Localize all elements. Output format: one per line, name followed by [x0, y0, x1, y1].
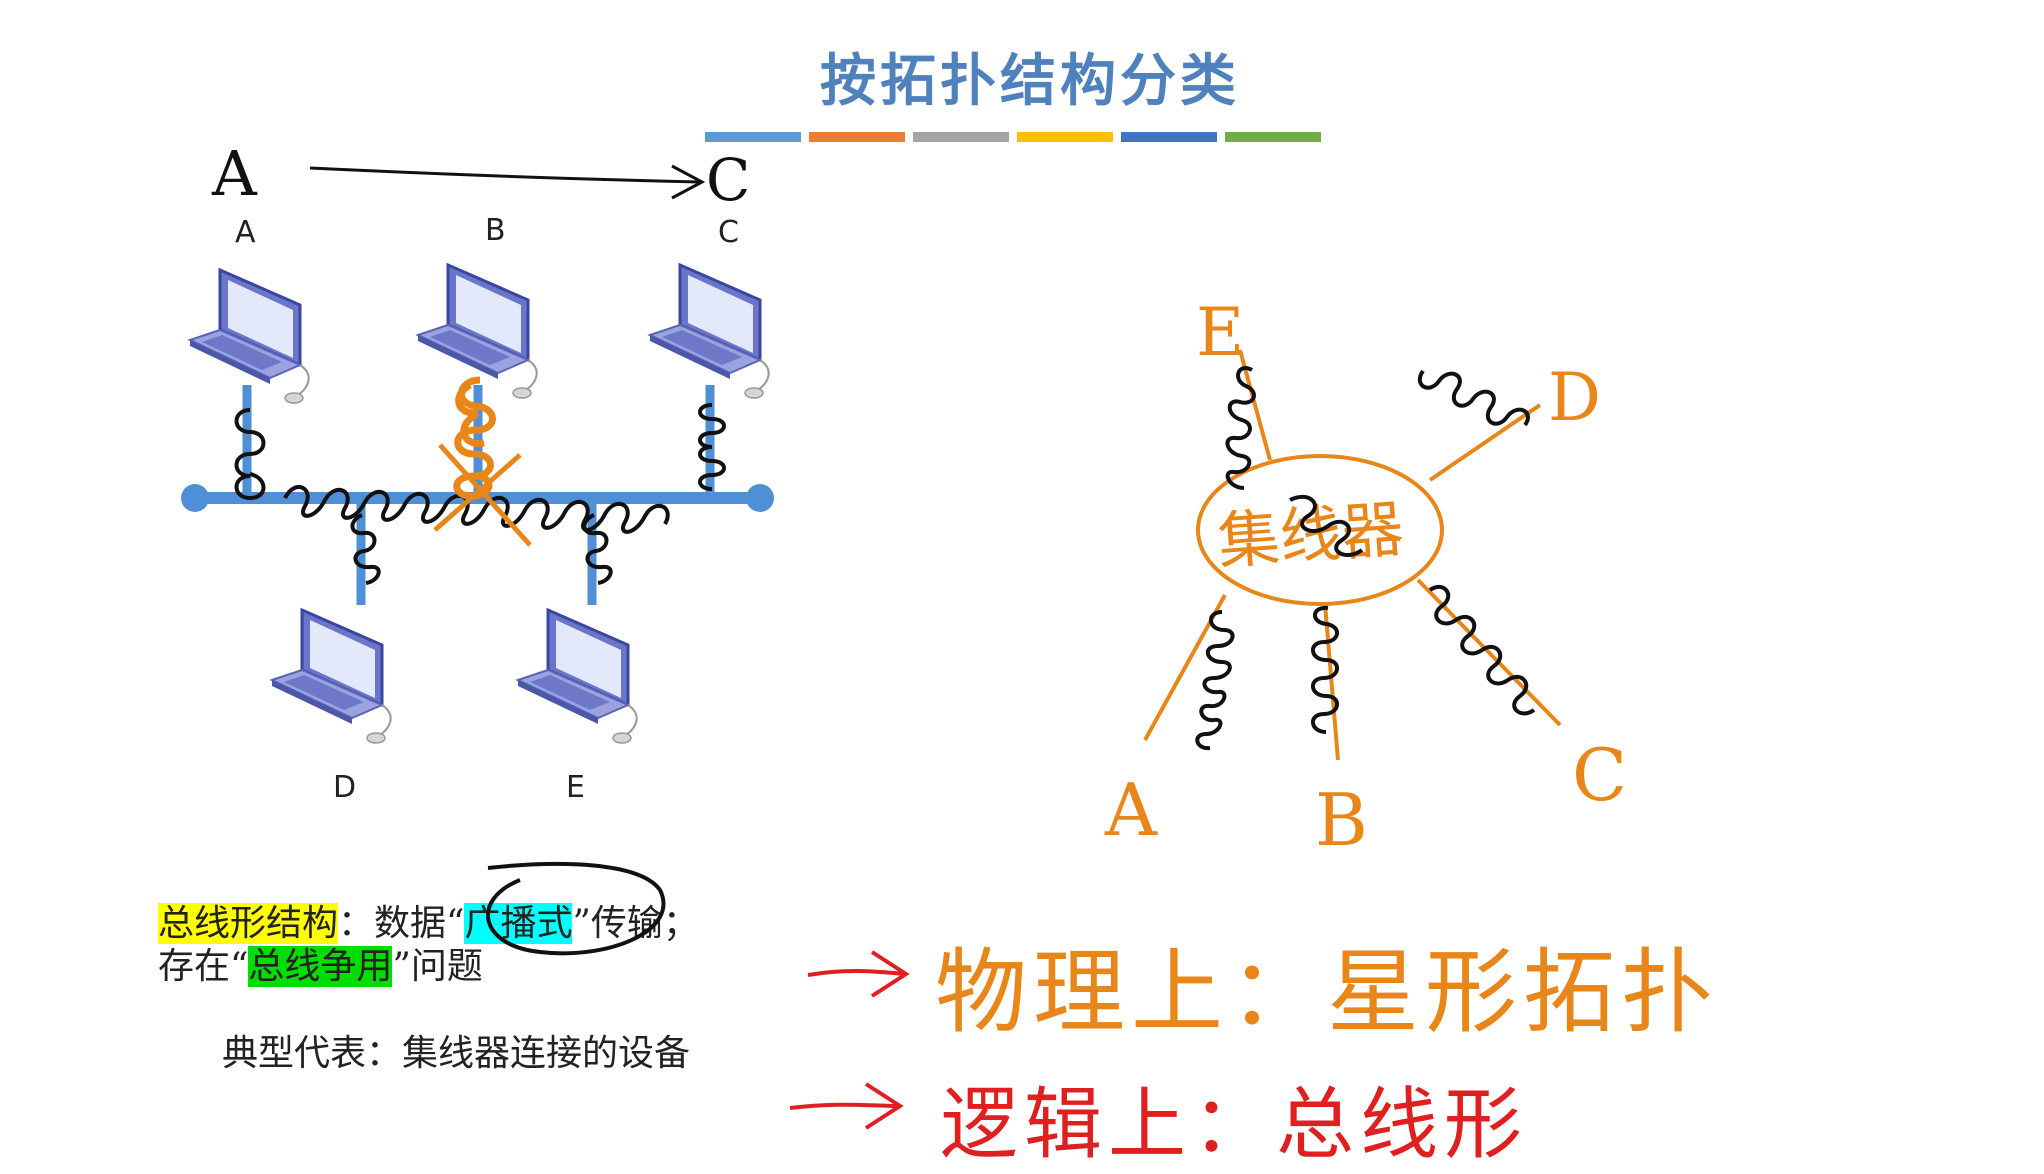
arrow-physical-head — [870, 950, 910, 998]
hand-arrow-head — [671, 164, 706, 200]
star-node-a: A — [1104, 768, 1158, 852]
signal-scribble-d — [350, 513, 381, 585]
star-scribble-b — [1311, 605, 1339, 734]
node-label-e: E — [566, 770, 585, 805]
star-scribble-a — [1195, 610, 1235, 751]
star-node-b: B — [1315, 778, 1368, 862]
star-node-e: E — [1196, 294, 1244, 371]
hub-ellipse — [1196, 454, 1444, 606]
signal-scribble-e — [582, 513, 613, 585]
description-line-1: 总线形结构：数据“广播式”传输； — [158, 894, 699, 946]
quote-open-2: “ — [230, 946, 249, 987]
hand-arrow-line — [309, 166, 701, 184]
collision-cross — [433, 443, 532, 547]
bus-contention-term: 总线争用 — [248, 946, 393, 987]
node-label-a: A — [235, 215, 256, 250]
color-stripe-4 — [1017, 132, 1113, 142]
spoke-d — [1428, 403, 1542, 482]
signal-scribble-c — [698, 403, 726, 491]
page-title: 按拓扑结构分类 — [820, 49, 1240, 114]
arrow-logical — [789, 1102, 901, 1110]
star-scribble-d — [1417, 369, 1530, 427]
star-scribble-c — [1428, 584, 1536, 716]
line1-mid: ：数据 — [338, 903, 447, 944]
color-stripe-2 — [809, 132, 905, 142]
hub-label: 集线器 — [1215, 492, 1406, 578]
node-label-b: B — [485, 213, 506, 248]
spoke-b — [1323, 603, 1340, 761]
line2-end: 问题 — [410, 946, 483, 987]
color-stripe-5 — [1121, 132, 1217, 142]
bus-terminator-right — [746, 484, 774, 512]
star-scribble-hub — [1289, 494, 1364, 557]
bus-structure-term: 总线形结构 — [158, 903, 339, 944]
node-label-c: C — [718, 215, 739, 250]
note-physical: 物理上：星形拓扑 — [935, 939, 1720, 1046]
color-stripe-1 — [705, 132, 801, 142]
line2-start: 存在 — [158, 946, 231, 987]
typical-example: 典型代表：集线器连接的设备 — [222, 1033, 691, 1074]
handwritten-a: A — [211, 137, 258, 210]
arrow-physical — [807, 969, 906, 977]
node-label-d: D — [333, 770, 356, 805]
star-node-d: D — [1548, 359, 1601, 436]
arrow-logical-head — [864, 1082, 904, 1130]
bus-terminator-left — [181, 484, 209, 512]
quote-close-2: ” — [392, 946, 411, 987]
star-node-c: C — [1572, 733, 1627, 817]
star-scribble-e — [1225, 366, 1256, 490]
quote-open: “ — [446, 903, 465, 944]
color-stripes — [705, 132, 1337, 142]
color-stripe-3 — [913, 132, 1009, 142]
signal-scribble-bus — [283, 485, 670, 534]
quote-close: ” — [572, 903, 591, 944]
note-logical: 逻辑上：总线形 — [940, 1080, 1529, 1170]
description-line-2: 存在“总线争用”问题 — [158, 937, 483, 989]
line1-end: 传输； — [590, 903, 699, 944]
color-stripe-6 — [1225, 132, 1321, 142]
handwritten-c: C — [706, 146, 750, 214]
broadcast-term: 广播式 — [464, 903, 573, 944]
title-color-bar — [705, 132, 1337, 142]
signal-scribble-a — [234, 408, 266, 501]
